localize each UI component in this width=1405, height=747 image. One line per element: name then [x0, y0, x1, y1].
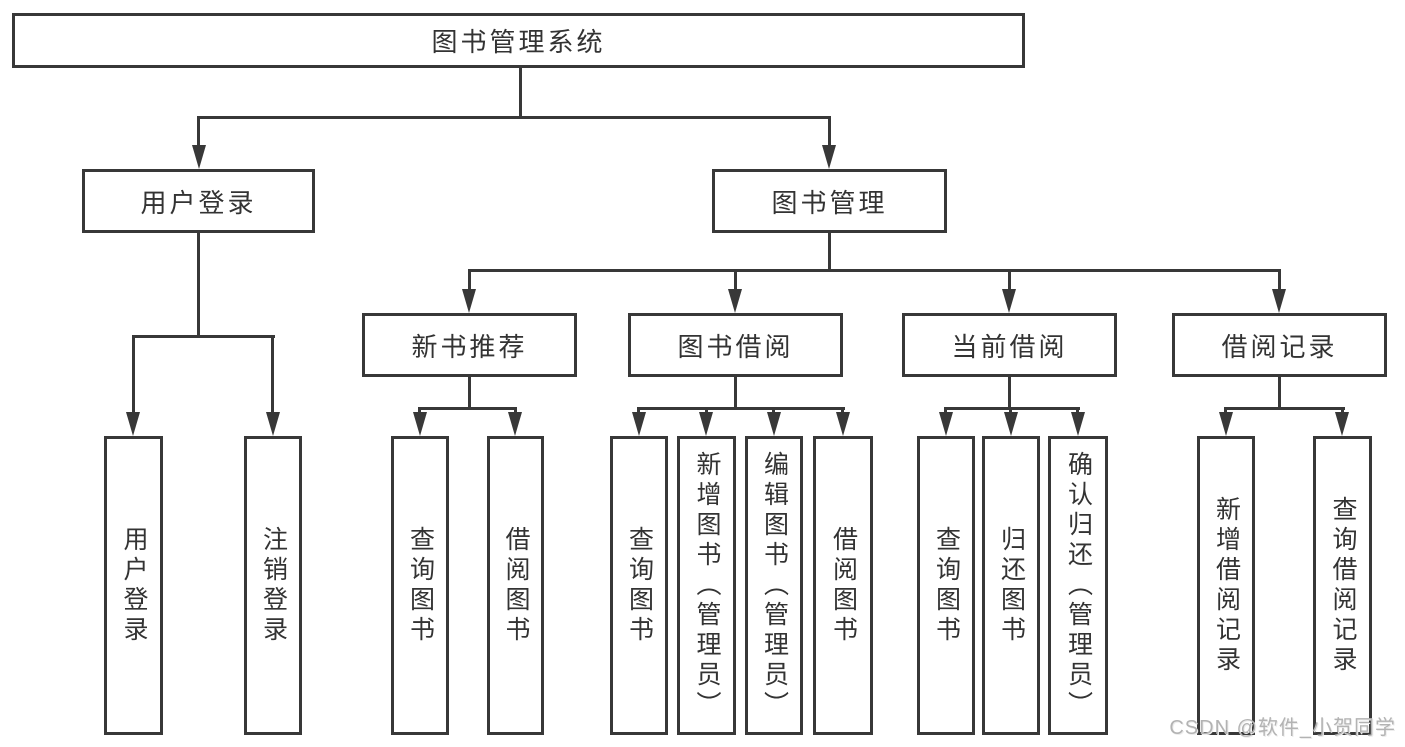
leaf-label: 查询借阅记录 — [1329, 495, 1357, 676]
node-current-borrowing: 当前借阅 — [902, 313, 1117, 377]
leaf-label: 归还图书 — [997, 525, 1026, 646]
leaf-label: 新增图书（管理员） — [693, 450, 721, 721]
connector-line — [132, 335, 275, 338]
node-book-management: 图书管理 — [712, 169, 947, 233]
leaf-label: 新增借阅记录 — [1212, 495, 1241, 676]
leaf-label: 借阅图书 — [829, 525, 858, 646]
arrow-down-icon — [767, 412, 781, 436]
arrow-down-icon — [462, 289, 476, 313]
leaf-label: 注销登录 — [259, 525, 288, 646]
arrow-down-icon — [1219, 412, 1233, 436]
connector-line — [1008, 272, 1011, 289]
arrow-down-icon — [1272, 289, 1286, 313]
arrow-down-icon — [1004, 412, 1018, 436]
leaf-query-books: 查询图书 — [917, 436, 975, 735]
connector-line — [468, 272, 471, 289]
arrow-down-icon — [413, 412, 427, 436]
leaf-return-books: 归还图书 — [982, 436, 1040, 735]
node-library-management-system: 图书管理系统 — [12, 13, 1025, 68]
arrow-down-icon — [192, 145, 206, 169]
arrow-down-icon — [836, 412, 850, 436]
arrow-down-icon — [1002, 289, 1016, 313]
arrow-down-icon — [508, 412, 522, 436]
arrow-down-icon — [939, 412, 953, 436]
connector-line — [1008, 377, 1011, 407]
connector-line — [468, 377, 471, 407]
arrow-down-icon — [126, 412, 140, 436]
leaf-confirm-return-admin: 确认归还（管理员） — [1048, 436, 1108, 735]
leaf-label: 查询图书 — [625, 525, 654, 646]
connector-line — [197, 233, 200, 336]
connector-line — [132, 338, 135, 412]
connector-line — [197, 119, 200, 145]
arrow-down-icon — [699, 412, 713, 436]
connector-line — [519, 68, 522, 116]
node-borrowing-records: 借阅记录 — [1172, 313, 1387, 377]
leaf-label: 查询图书 — [406, 525, 435, 646]
arrow-down-icon — [822, 145, 836, 169]
leaf-label: 借阅图书 — [502, 525, 530, 646]
leaf-add-borrowing-record: 新增借阅记录 — [1197, 436, 1255, 735]
leaf-query-borrowing-record: 查询借阅记录 — [1313, 436, 1372, 735]
leaf-label: 用户登录 — [120, 525, 148, 646]
connector-line — [828, 233, 831, 269]
watermark: CSDN @软件_小贺同学 — [1169, 717, 1396, 739]
arrow-down-icon — [728, 289, 742, 313]
connector-line — [1224, 407, 1345, 410]
leaf-query-books: 查询图书 — [610, 436, 668, 735]
connector-line — [637, 407, 845, 410]
leaf-logout: 注销登录 — [244, 436, 302, 735]
leaf-edit-book-admin: 编辑图书（管理员） — [745, 436, 803, 735]
connector-line — [271, 338, 274, 412]
connector-line — [734, 272, 737, 289]
leaf-borrow-books: 借阅图书 — [813, 436, 873, 735]
arrow-down-icon — [1335, 412, 1349, 436]
connector-line — [468, 269, 1281, 272]
connector-line — [418, 407, 517, 410]
leaf-query-books: 查询图书 — [391, 436, 449, 735]
node-book-borrowing: 图书借阅 — [628, 313, 843, 377]
arrow-down-icon — [1071, 412, 1085, 436]
arrow-down-icon — [266, 412, 280, 436]
connector-line — [1278, 377, 1281, 407]
connector-line — [944, 407, 1080, 410]
leaf-user-login: 用户登录 — [104, 436, 163, 735]
leaf-borrow-books: 借阅图书 — [487, 436, 544, 735]
connector-line — [1278, 272, 1281, 289]
connector-line — [828, 119, 831, 145]
connector-line — [197, 116, 831, 119]
connector-line — [734, 377, 737, 407]
leaf-add-book-admin: 新增图书（管理员） — [677, 436, 736, 735]
node-new-book-recommendation: 新书推荐 — [362, 313, 577, 377]
leaf-label: 查询图书 — [932, 525, 961, 646]
leaf-label: 确认归还（管理员） — [1064, 450, 1093, 721]
leaf-label: 编辑图书（管理员） — [760, 450, 789, 721]
arrow-down-icon — [632, 412, 646, 436]
node-user-login: 用户登录 — [82, 169, 315, 233]
